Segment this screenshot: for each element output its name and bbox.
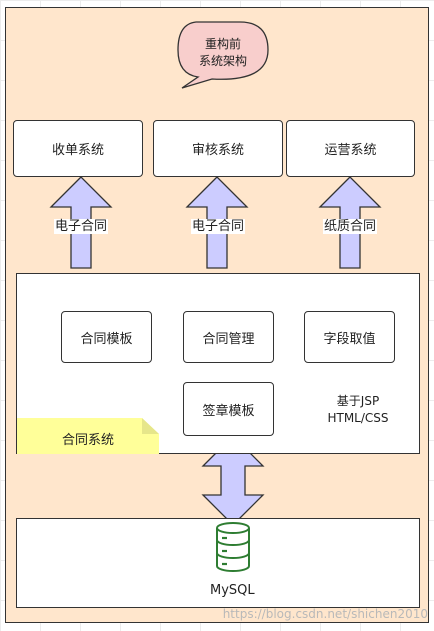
system-box-operation[interactable]: 运营系统 [286, 120, 415, 177]
module-label-contract-management: 合同管理 [202, 331, 255, 347]
module-field-value[interactable]: 字段取值 [304, 311, 395, 363]
arrow-label-middle: 电子合同 [191, 219, 246, 234]
system-label-operation: 运营系统 [324, 143, 377, 158]
callout-top-text: 重构前 系统架构 [190, 36, 256, 70]
module-seal-template[interactable]: 签章模板 [183, 382, 274, 436]
module-contract-template[interactable]: 合同模板 [61, 311, 152, 363]
callout-tech-text: 基于JSP HTML/CSS [316, 393, 400, 427]
contract-system-title: 合同系统 [62, 433, 115, 448]
system-box-review[interactable]: 审核系统 [153, 120, 283, 177]
system-label-collect: 收单系统 [51, 143, 104, 158]
callout-tech-line1: 基于JSP [336, 394, 380, 408]
arrow-label-left: 电子合同 [54, 219, 109, 234]
module-contract-management[interactable]: 合同管理 [183, 311, 274, 363]
database-icon [216, 522, 250, 572]
system-box-collect[interactable]: 收单系统 [13, 120, 143, 177]
callout-tech-line2: HTML/CSS [327, 411, 389, 425]
arrow-label-right: 纸质合同 [323, 219, 378, 234]
system-label-review: 审核系统 [191, 143, 244, 158]
callout-top-line2: 系统架构 [198, 54, 247, 68]
callout-top-line1: 重构前 [204, 37, 241, 51]
module-label-seal-template: 签章模板 [202, 403, 255, 419]
watermark: https://blog.csdn.net/shichen2010 [222, 607, 428, 621]
module-label-contract-template: 合同模板 [80, 331, 133, 347]
module-label-field-value: 字段取值 [323, 331, 376, 347]
callout-top-shape [177, 21, 269, 89]
database-label: MySQL [210, 583, 255, 598]
